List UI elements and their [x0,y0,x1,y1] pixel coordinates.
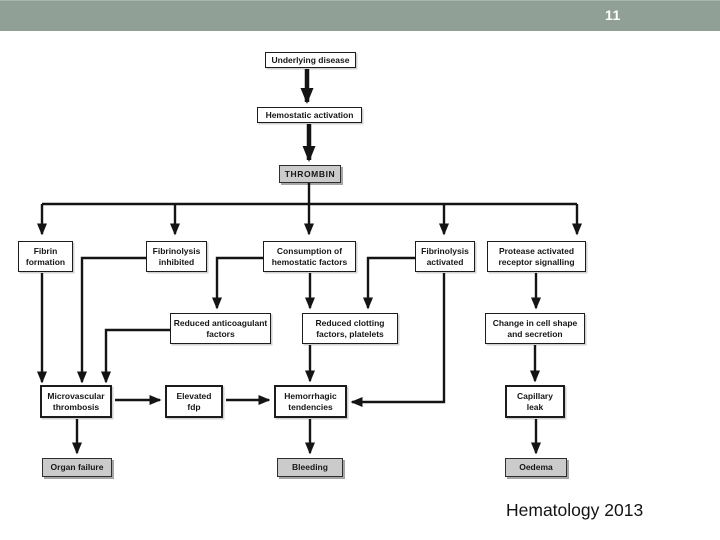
slide-header-bar: 11 [0,0,720,31]
flow-node-label: Elevated fdp [176,390,212,412]
slide-number: 11 [605,7,621,23]
flow-node-oedema: Oedema [505,458,567,477]
flow-node-microvascular-thrombosis: Microvascular thrombosis [40,385,112,418]
flow-node-label: Hemostatic activation [265,109,354,120]
flow-node-underlying-disease: Underlying disease [265,52,356,68]
flow-edge-reduced-anticoagulant-factors-to-microvascular-thrombosis [101,328,170,384]
flow-node-label: Fibrinolysis inhibited [152,245,201,267]
flow-node-label: Change in cell shape and secretion [492,317,578,339]
flow-node-consumption-hemostatic-factors: Consumption of hemostatic factors [263,241,356,272]
flow-node-hemorrhagic-tendencies: Hemorrhagic tendencies [274,385,347,418]
flow-node-label: Hemorrhagic tendencies [284,390,337,412]
flow-node-hemostatic-activation: Hemostatic activation [257,107,362,123]
footer-citation: Hematology 2013 [506,500,644,520]
flow-edge-fibrinolysis-inhibited-to-microvascular-thrombosis [77,256,146,384]
flow-node-protease-activated-receptor-signalling: Protease activated receptor signalling [487,241,586,272]
flow-node-reduced-anticoagulant-factors: Reduced anticoagulant factors [170,313,271,344]
flow-node-bleeding: Bleeding [277,458,343,477]
flow-node-capillary-leak: Capillary leak [505,385,565,418]
flow-node-label: Fibrinolysis activated [421,245,469,267]
flow-node-label: Organ failure [50,462,104,473]
flow-node-label: Underlying disease [271,54,350,65]
flow-node-elevated-fdp: Elevated fdp [165,385,223,418]
flow-node-label: Microvascular thrombosis [47,390,105,412]
flow-node-label: Oedema [519,462,553,473]
flow-node-fibrinolysis-inhibited: Fibrinolysis inhibited [146,241,207,272]
flow-node-change-cell-shape-secretion: Change in cell shape and secretion [485,313,585,344]
flow-node-label: Capillary leak [517,390,553,412]
flow-node-label: Protease activated receptor signalling [498,245,575,267]
flow-node-thrombin: THROMBIN [279,165,341,183]
flow-node-label: Reduced anticoagulant factors [173,317,268,339]
flow-node-label: Bleeding [292,462,328,473]
flow-node-label: THROMBIN [284,168,336,179]
flow-node-label: Reduced clotting factors, platelets [315,317,385,339]
flow-edge-consumption-hemostatic-factors-to-reduced-anticoagulant-factors [212,256,263,310]
flow-node-label: Consumption of hemostatic factors [271,245,348,267]
flow-node-reduced-clotting-factors: Reduced clotting factors, platelets [302,313,398,344]
flow-node-organ-failure: Organ failure [42,458,112,477]
flow-edge-fibrinolysis-activated-to-reduced-clotting-factors [363,256,415,310]
flow-node-fibrin-formation: Fibrin formation [18,241,73,272]
flow-node-label: Fibrin formation [25,245,66,267]
flow-node-fibrinolysis-activated: Fibrinolysis activated [415,241,475,272]
flow-edge-fibrinolysis-activated-to-hemorrhagic-tendencies [350,273,446,407]
